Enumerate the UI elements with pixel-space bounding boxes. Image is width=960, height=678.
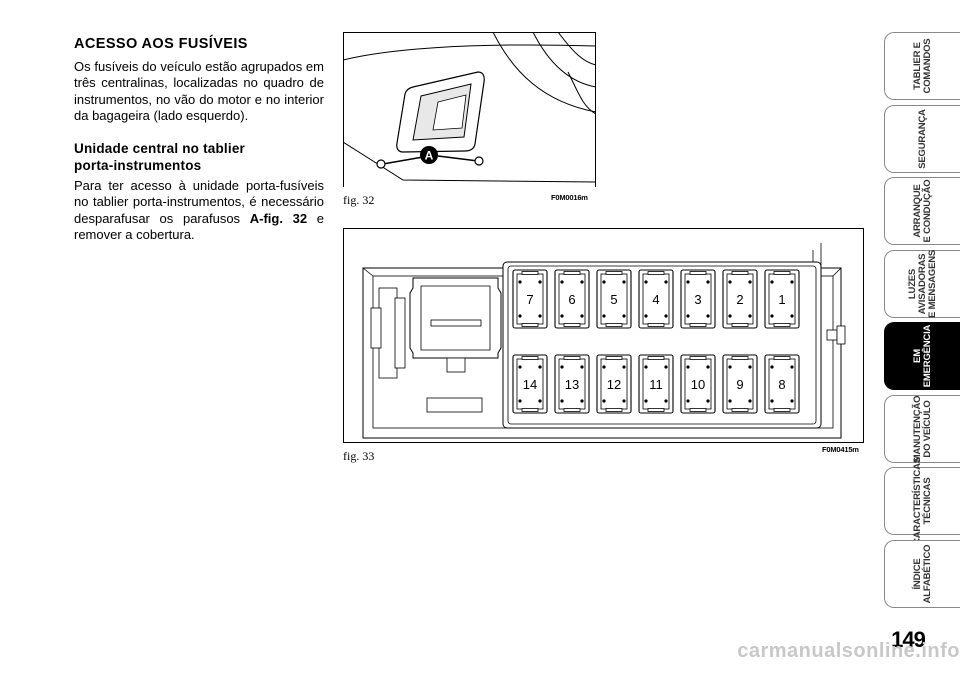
fuse-14: 14 xyxy=(512,354,548,414)
chapter-tab-label-line1: ARRANQUE xyxy=(911,184,923,238)
fuse-number: 9 xyxy=(736,377,743,392)
fuse-number: 8 xyxy=(778,377,785,392)
fuse-10: 10 xyxy=(680,354,716,414)
fuse-number: 2 xyxy=(736,292,743,307)
fuse-number: 5 xyxy=(610,292,617,307)
fuse-6: 6 xyxy=(554,269,590,329)
fig33-code: F0M0415m xyxy=(822,445,859,454)
screw-right-icon xyxy=(474,156,484,166)
screw-left-icon xyxy=(376,159,386,169)
fig32-code: F0M0016m xyxy=(551,193,588,202)
body-suffix: e remover a cobertura. xyxy=(74,210,324,243)
figure-33: 7 6 5 4 3 2 1 14 13 12 11 10 9 8 xyxy=(343,228,864,443)
fuse-number: 4 xyxy=(652,292,659,307)
chapter-tab-label-line1: TABLIER E xyxy=(911,42,923,90)
fuse-number: 7 xyxy=(526,292,533,307)
fuse-1: 1 xyxy=(764,269,800,329)
fig33-label: fig. 33 xyxy=(343,449,375,463)
fuse-13: 13 xyxy=(554,354,590,414)
chapter-tab-label-line3: E MENSAGENS xyxy=(926,249,938,318)
fuse-row-top: 7 6 5 4 3 2 1 xyxy=(512,269,800,329)
subsection-title-line2: porta-instrumentos xyxy=(74,157,202,173)
chapter-tab-label-line2: TÉCNICAS xyxy=(921,477,933,525)
fuse-number: 10 xyxy=(691,377,705,392)
fuse-11: 11 xyxy=(638,354,674,414)
chapter-tab-label-line1: LUZES xyxy=(906,268,918,299)
page-number: 149 xyxy=(891,627,926,652)
fuse-4: 4 xyxy=(638,269,674,329)
callout-a-label: A xyxy=(425,149,434,163)
fuse-number: 6 xyxy=(568,292,575,307)
fuse-number: 14 xyxy=(523,377,537,392)
figure-32: A xyxy=(342,31,597,188)
fuse-2: 2 xyxy=(722,269,758,329)
chapter-tab-label-line2: DO VEÍCULO xyxy=(921,399,933,458)
fuse-number: 11 xyxy=(649,377,663,392)
fuse-5: 5 xyxy=(596,269,632,329)
chapter-tab-label-line2: AVISADORAS xyxy=(916,253,928,314)
dashboard-cover-illustration: A xyxy=(342,31,597,188)
body-paragraph: Para ter acesso à unidade porta-fusíveis… xyxy=(74,178,324,244)
fuse-number: 3 xyxy=(694,292,701,307)
subsection-title-line1: Unidade central no tablier xyxy=(74,140,245,156)
fuse-number: 13 xyxy=(565,377,579,392)
fuse-number: 1 xyxy=(778,292,785,307)
fuse-row-bottom: 14 13 12 11 10 9 8 xyxy=(512,354,800,414)
chapter-tab-label-line2: COMANDOS xyxy=(921,38,933,94)
fuse-3: 3 xyxy=(680,269,716,329)
chapter-tab-label-line2: E CONDUÇÃO xyxy=(921,179,933,243)
fuse-12: 12 xyxy=(596,354,632,414)
fusebox-diagram: 7 6 5 4 3 2 1 14 13 12 11 10 9 8 xyxy=(343,228,864,443)
intro-paragraph: Os fusíveis do veículo estão agrupados e… xyxy=(74,58,324,124)
fuse-number: 12 xyxy=(607,377,621,392)
watermark: carmanualsonline.info xyxy=(737,640,960,662)
fuse-8: 8 xyxy=(764,354,800,414)
section-title: ACESSO AOS FUSÍVEIS xyxy=(74,36,248,52)
fuse-9: 9 xyxy=(722,354,758,414)
body-prefix: Para ter acesso à unidade porta-fusíveis… xyxy=(74,177,324,226)
chapter-tab-2[interactable]: SEGURANÇA xyxy=(884,104,960,173)
callout-a-marker xyxy=(420,146,438,164)
fuse-7: 7 xyxy=(512,269,548,329)
fig32-label: fig. 32 xyxy=(343,193,375,207)
chapter-tab-label-line1: SEGURANÇA xyxy=(916,108,928,169)
chapter-tab-label-line2: EMERGÊNCIA xyxy=(921,324,933,388)
subsection-title: Unidade central no tablier porta-instrum… xyxy=(74,140,324,174)
chapter-tab-label-line1: EM xyxy=(911,349,923,363)
chapter-tab-label-line2: ALFABÉTICO xyxy=(921,544,933,603)
chapter-tab-label-line1: ÍNDICE xyxy=(911,558,923,590)
chapter-tab-label: SEGURANÇA xyxy=(916,108,928,169)
chapter-tab-label-line1: CARACTERÍSTICAS xyxy=(911,457,923,545)
text-column: ACESSO AOS FUSÍVEIS Os fusíveis do veícu… xyxy=(74,36,324,244)
body-figure-reference: A-fig. 32 xyxy=(249,210,308,226)
chapter-tab-label-line1: MANUTENÇÃO xyxy=(911,395,923,462)
